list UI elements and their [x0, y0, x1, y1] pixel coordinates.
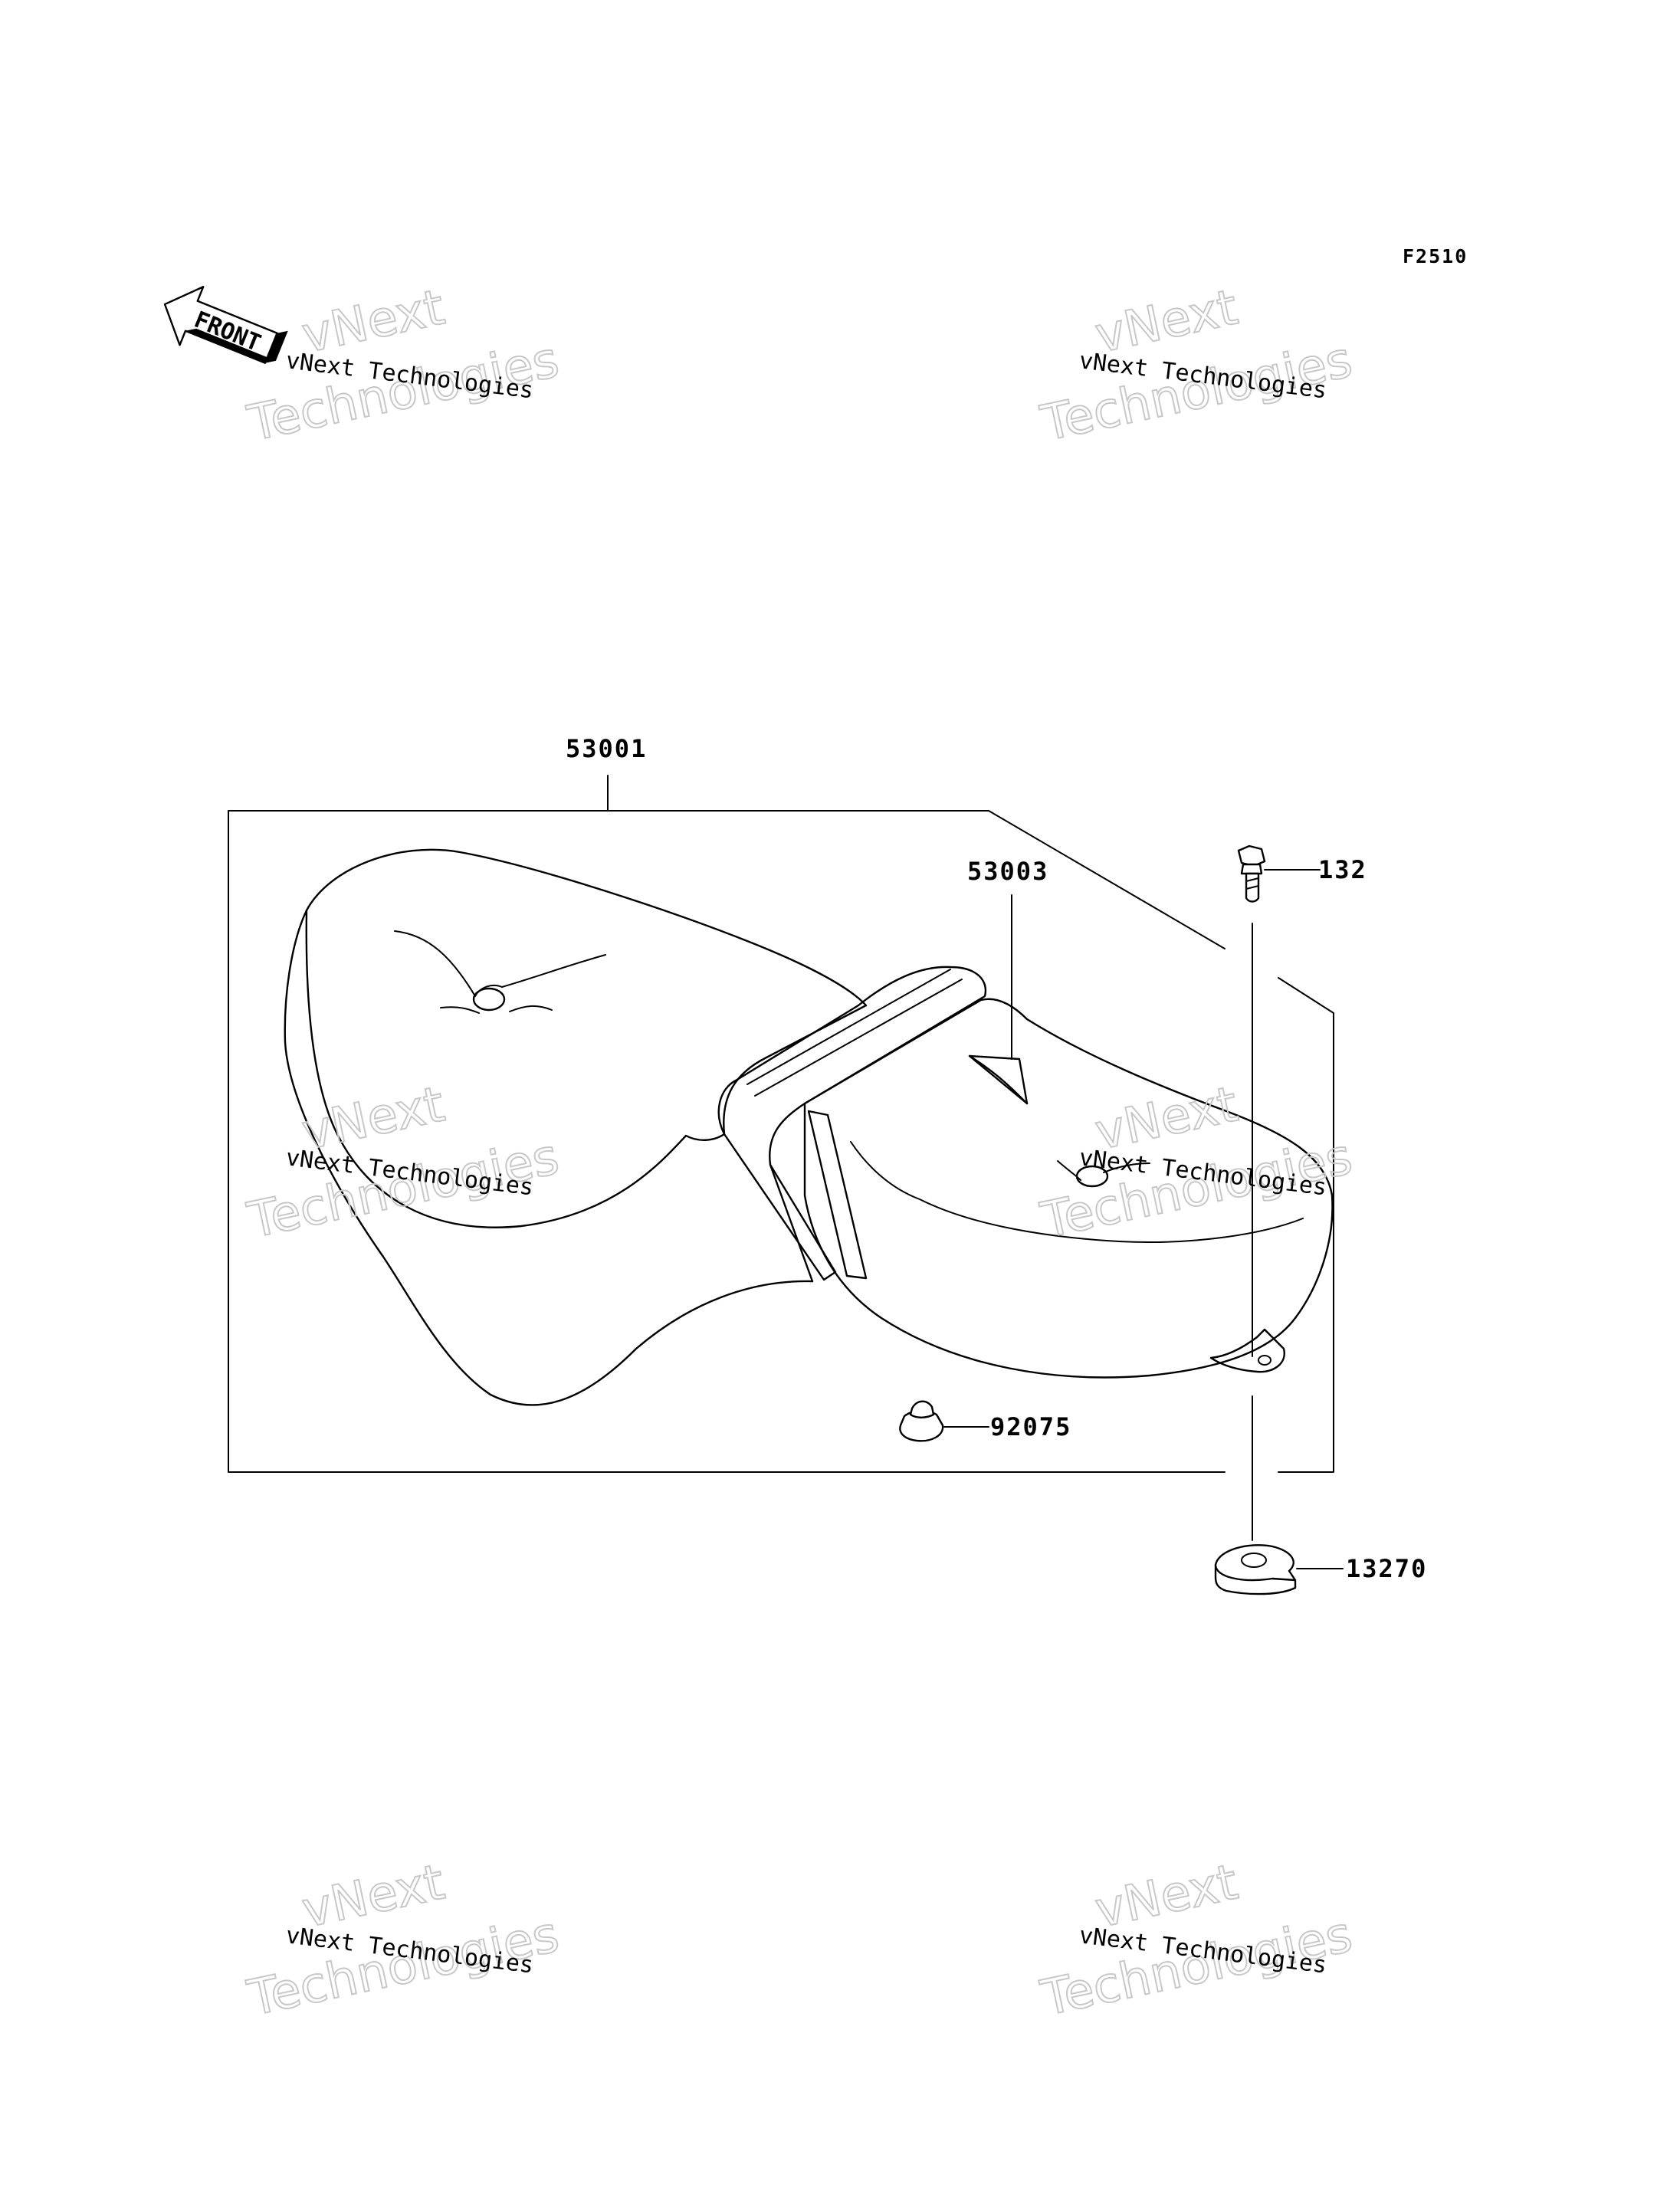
front-arrow-icon: FRONT	[163, 286, 288, 364]
callout-132: 132	[1318, 855, 1367, 884]
damper-icon	[899, 1400, 944, 1442]
watermark-bottom-right: vNext Technologies vNext Technologies	[1035, 1853, 1358, 2028]
watermark-top-right: vNext Technologies vNext Technologies	[1035, 278, 1358, 453]
plate-icon	[1214, 1544, 1297, 1595]
callout-53003: 53003	[967, 857, 1048, 886]
kit-outline	[228, 775, 1334, 1473]
bolt-icon	[1237, 844, 1266, 903]
watermark-mid-left: vNext Technologies vNext Technologies	[242, 1075, 565, 1250]
callout-92075: 92075	[990, 1412, 1071, 1441]
seat-drawing	[284, 848, 1334, 1406]
figure-code: F2510	[1403, 245, 1468, 267]
watermark-top-left: vNext Technologies vNext Technologies	[242, 278, 565, 453]
callout-53001: 53001	[566, 734, 647, 763]
watermark-mid-right: vNext Technologies vNext Technologies	[1035, 1075, 1358, 1250]
callout-13270: 13270	[1346, 1554, 1427, 1583]
watermark-bottom-left: vNext Technologies vNext Technologies	[242, 1853, 565, 2028]
